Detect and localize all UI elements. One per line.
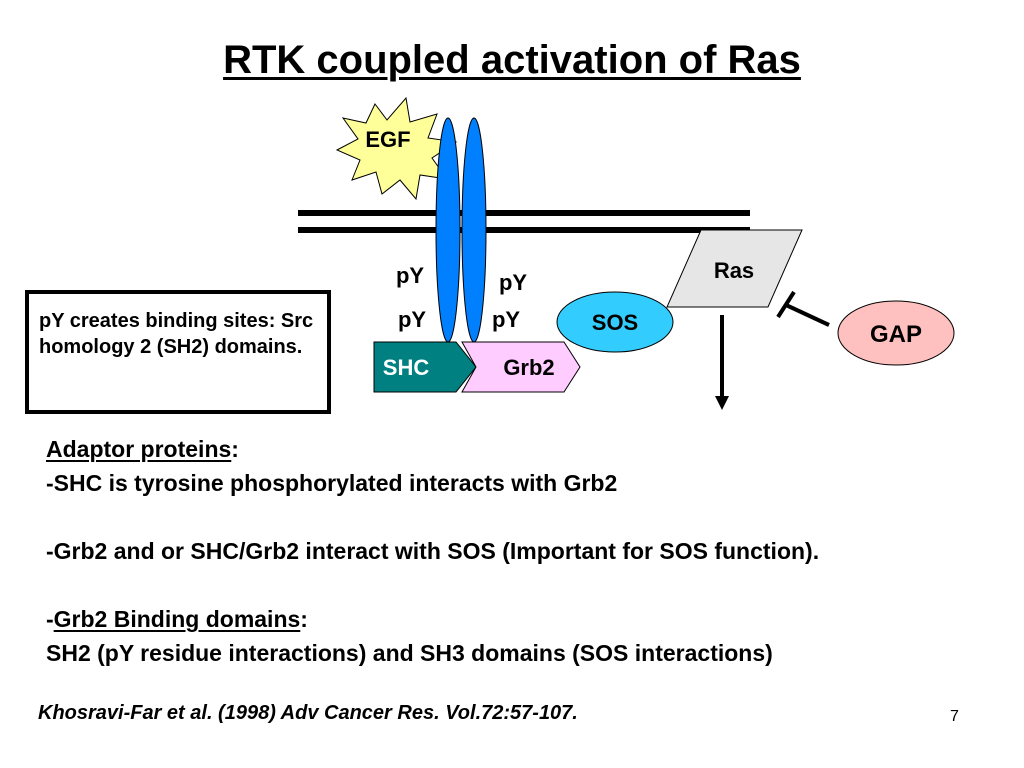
slide-title-text: RTK coupled activation of Ras — [223, 38, 801, 82]
gap-inhibition-line — [785, 303, 830, 327]
egf-label: EGF — [365, 127, 410, 152]
gap-label: GAP — [870, 321, 922, 348]
shc-adaptor-shape — [373, 341, 477, 393]
body-line-grb2-sos: -Grb2 and or SHC/Grb2 interact with SOS … — [46, 538, 820, 564]
py-label-upper-left: pY — [396, 263, 424, 288]
ras-parallelogram — [666, 229, 803, 308]
body-text-block: Adaptor proteins: -SHC is tyrosine phosp… — [46, 432, 1016, 670]
grb2-label: Grb2 — [503, 355, 554, 380]
adaptor-heading-suffix: : — [231, 436, 239, 462]
binding-domains-heading-line: -Grb2 Binding domains: — [46, 602, 1016, 636]
sos-label: SOS — [592, 310, 638, 335]
gap-inhibition-bar — [776, 290, 796, 319]
binding-domains-suffix: : — [300, 606, 308, 632]
adaptor-heading-line: Adaptor proteins: — [46, 432, 1016, 466]
receptor-left-subunit — [435, 117, 461, 343]
ras-downstream-arrowhead — [715, 396, 729, 410]
grb2-adaptor-shape — [461, 341, 581, 393]
adaptor-heading: Adaptor proteins — [46, 436, 232, 462]
py-label-lower-right: pY — [492, 307, 520, 332]
shc-label: SHC — [383, 355, 430, 380]
py-label-lower-left: pY — [398, 307, 426, 332]
slide-title: RTK coupled activation of Ras — [0, 38, 1024, 83]
sos-ellipse — [556, 291, 674, 353]
body-spacer — [46, 500, 1016, 534]
body-line-shc: -SHC is tyrosine phosphorylated interact… — [46, 470, 618, 496]
py-label-upper-right: pY — [499, 270, 527, 295]
page-number: 7 — [950, 708, 959, 725]
note-text: pY creates binding sites: Src homology 2… — [39, 310, 314, 358]
citation: Khosravi-Far et al. (1998) Adv Cancer Re… — [38, 702, 578, 724]
body-spacer — [46, 568, 1016, 602]
note-box: pY creates binding sites: Src homology 2… — [25, 290, 331, 414]
gap-ellipse — [837, 300, 955, 366]
ras-label: Ras — [714, 258, 754, 283]
body-line-domains: SH2 (pY residue interactions) and SH3 do… — [46, 640, 773, 666]
egf-starburst — [335, 96, 458, 201]
receptor-right-subunit — [461, 117, 487, 343]
binding-domains-heading: Grb2 Binding domains — [53, 606, 301, 632]
binding-domains-prefix: - — [46, 606, 54, 632]
